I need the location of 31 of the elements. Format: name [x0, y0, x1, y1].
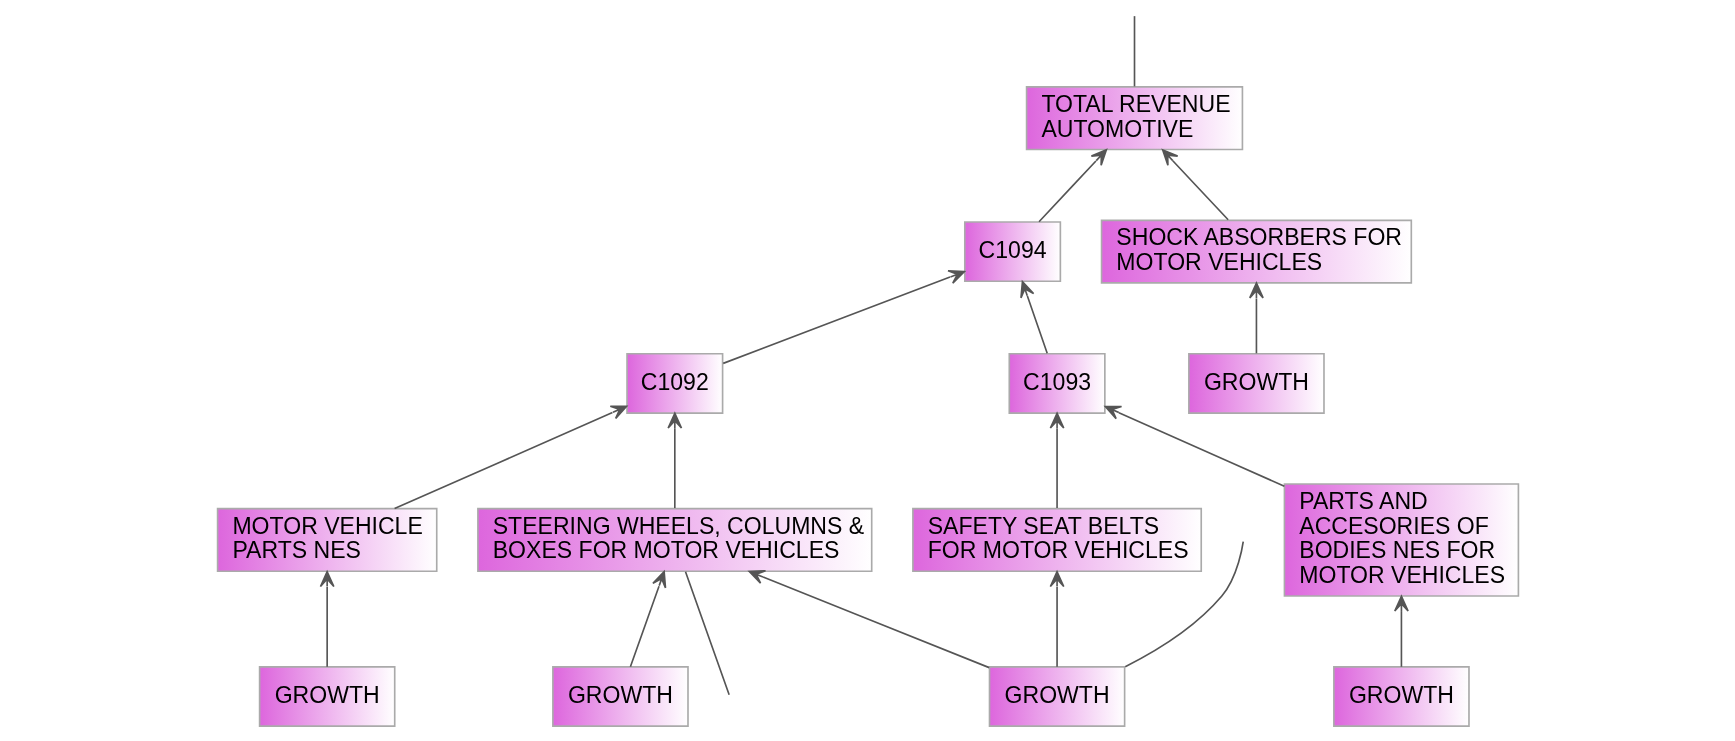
node-box: TOTAL REVENUE AUTOMOTIVE	[1025, 86, 1243, 151]
node-box: STEERING WHEELS, COLUMNS & BOXES FOR MOTOR VEHICLES	[476, 507, 873, 573]
arrow	[1393, 595, 1409, 668]
arrow	[666, 412, 682, 509]
node-box: GROWTH	[1187, 352, 1325, 414]
node-box: SHOCK ABSORBERS FOR MOTOR VEHICLES	[1100, 219, 1412, 284]
node-box: C1093	[1007, 352, 1106, 414]
node-box: MOTOR VEHICLE PARTS NES	[216, 507, 438, 573]
arrow	[1161, 149, 1229, 221]
arrow	[319, 570, 335, 668]
node-box: C1094	[963, 221, 1061, 283]
node-box: SAFETY SEAT BELTS FOR MOTOR VEHICLES	[911, 507, 1202, 573]
node-box: PARTS AND ACCESORIES OF BODIES NES FOR MOTOR VEHICLES	[1283, 483, 1519, 597]
arrow	[629, 570, 666, 668]
arrow	[1049, 570, 1065, 668]
connector	[1133, 15, 1135, 88]
connector	[684, 570, 730, 696]
connector	[1123, 540, 1244, 668]
node-box: GROWTH	[551, 666, 689, 727]
arrow	[721, 269, 965, 365]
arrow	[747, 569, 990, 669]
arrow	[1019, 280, 1048, 355]
arrow	[1103, 405, 1285, 488]
node-box: GROWTH	[258, 666, 396, 727]
arrow	[1049, 412, 1065, 509]
node-box: GROWTH	[1332, 666, 1470, 727]
arrow	[393, 405, 627, 510]
node-box: GROWTH	[988, 666, 1125, 727]
arrow	[1248, 282, 1264, 355]
arrow	[1037, 149, 1107, 223]
node-box: C1092	[625, 352, 723, 414]
